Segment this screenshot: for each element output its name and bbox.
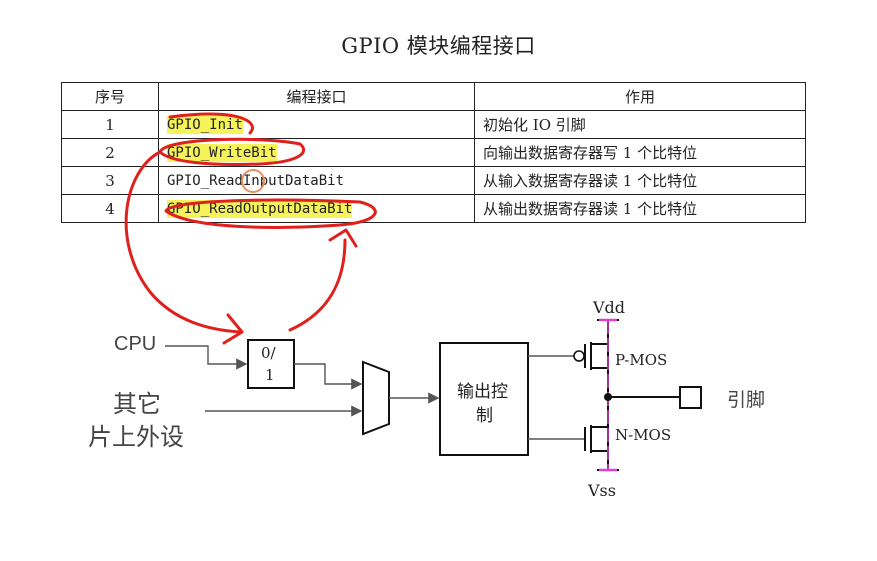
pmos-label: P-MOS <box>615 351 668 369</box>
interface-name: GPIO_WriteBit <box>167 143 277 162</box>
annotation-strokes <box>124 112 377 345</box>
interface-name: GPIO_Init <box>167 115 243 134</box>
interface-name: GPIO_ReadOutputDataBit <box>167 199 353 218</box>
other-peripheral-label-line1: 其它 <box>113 390 161 418</box>
other-peripheral-label-line2: 片上外设 <box>88 423 184 451</box>
cursor-circle <box>241 169 265 193</box>
header-function: 作用 <box>474 82 806 111</box>
row-description: 向输出数据寄存器写 1 个比特位 <box>474 138 806 167</box>
switch-to-mux-wire <box>294 363 363 390</box>
switch-label-top: 0/ <box>261 344 276 362</box>
row-num: 2 <box>61 138 159 167</box>
output-control-label-line1: 输出控 <box>457 382 508 402</box>
row-description: 从输入数据寄存器读 1 个比特位 <box>474 166 806 195</box>
table-row: 3 GPIO_ReadInputDataBit 从输入数据寄存器读 1 个比特位 <box>61 166 806 195</box>
table-header-row: 序号 编程接口 作用 <box>61 82 806 111</box>
output-control-label-line2: 制 <box>476 406 493 426</box>
header-num: 序号 <box>61 82 159 111</box>
page-title: GPIO 模块编程接口 <box>341 34 536 58</box>
interface-name: GPIO_ReadInputDataBit <box>167 172 345 189</box>
row-num: 3 <box>61 166 159 195</box>
row-description: 初始化 IO 引脚 <box>474 110 806 139</box>
cpu-label: CPU <box>114 333 157 355</box>
row-num: 4 <box>61 194 159 223</box>
switch-label-bottom: 1 <box>265 366 275 384</box>
pin-label: 引脚 <box>727 389 766 411</box>
cpu-wire <box>165 345 248 370</box>
table-row: 4 GPIO_ReadOutputDataBit 从输出数据寄存器读 1 个比特位 <box>61 194 806 223</box>
nmos-label: N-MOS <box>615 426 672 444</box>
vdd-label: Vdd <box>593 298 626 317</box>
mux-shape <box>362 360 390 436</box>
row-description: 从输出数据寄存器读 1 个比特位 <box>474 194 806 223</box>
output-control-box <box>439 342 529 456</box>
vss-label: Vss <box>588 481 616 500</box>
row-interface: GPIO_ReadOutputDataBit <box>158 194 475 223</box>
pin-box <box>679 386 702 409</box>
pmos-bubble <box>573 350 585 362</box>
